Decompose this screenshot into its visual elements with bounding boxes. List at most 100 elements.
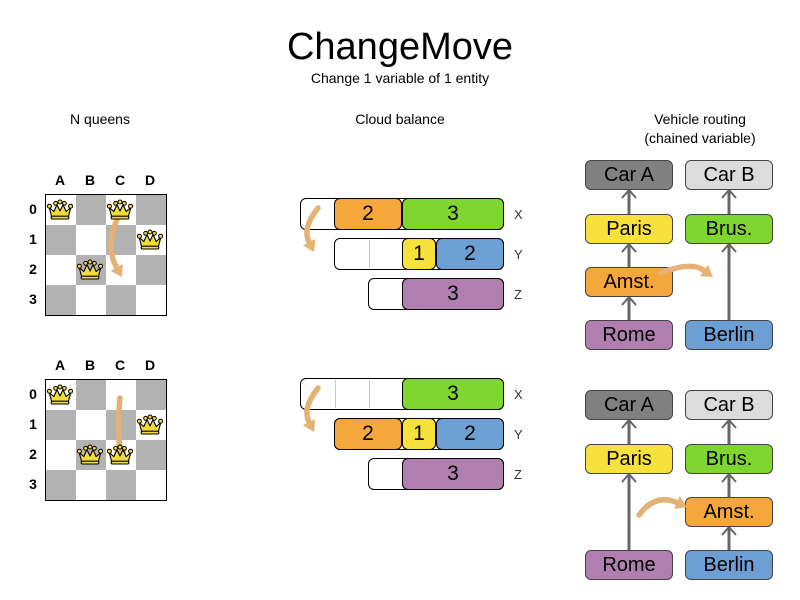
cloud-process-Y-2[interactable]: 1 [402, 418, 436, 450]
board-column-label-D: D [144, 172, 156, 188]
board-cell-A1[interactable] [46, 410, 76, 440]
queen-icon [46, 384, 74, 405]
routing-node-rome[interactable]: Rome [585, 550, 673, 580]
queen-A0[interactable] [46, 199, 74, 221]
column-header-line2: (chained variable) [644, 130, 756, 146]
cloud-process-Z-1[interactable]: 3 [402, 458, 504, 490]
routing-node-label: Rome [602, 553, 656, 576]
routing-edge-paris-to-car-a [621, 418, 637, 444]
queen-D1[interactable] [136, 229, 164, 251]
board-cell-B3[interactable] [76, 285, 106, 315]
cloud-process-value: 2 [362, 422, 374, 445]
routing-node-car-a[interactable]: Car A [585, 390, 673, 420]
routing-node-car-b[interactable]: Car B [685, 390, 773, 420]
routing-node-label: Amst. [603, 270, 655, 293]
cloud-process-X-2[interactable]: 3 [402, 198, 504, 230]
board-column-label-B: B [84, 357, 96, 373]
board-cell-D0[interactable] [136, 380, 166, 410]
page-title: ChangeMove [286, 26, 514, 68]
routing-node-rome[interactable]: Rome [585, 320, 673, 350]
routing-move-arrow [658, 263, 713, 277]
board-column-label-A: A [54, 172, 66, 188]
routing-node-paris[interactable]: Paris [585, 444, 673, 474]
cloud-move-arrow [302, 205, 321, 252]
queen-C0[interactable] [106, 199, 134, 221]
cloud-process-value: 3 [447, 382, 459, 405]
cloud-process-value: 3 [447, 462, 459, 485]
cloud-process-Y-3[interactable]: 2 [436, 418, 504, 450]
cloud-process-X-1[interactable]: 3 [402, 378, 504, 410]
routing-edge-rome-to-amst [621, 295, 637, 320]
routing-node-brus[interactable]: Brus. [685, 444, 773, 474]
board-cell-D0[interactable] [136, 195, 166, 225]
routing-edge-paris-to-car-a [621, 188, 637, 214]
routing-node-label: Amst. [703, 500, 755, 523]
routing-node-amst[interactable]: Amst. [585, 267, 673, 297]
routing-node-paris[interactable]: Paris [585, 214, 673, 244]
board-column-label-C: C [114, 172, 126, 188]
board-cell-A2[interactable] [46, 440, 76, 470]
cloud-process-Y-1[interactable]: 2 [334, 418, 402, 450]
board-cell-D2[interactable] [136, 255, 166, 285]
queen-icon [106, 199, 134, 220]
column-header-line1: Cloud balance [355, 111, 445, 127]
board-cell-B0[interactable] [76, 380, 106, 410]
routing-node-car-b[interactable]: Car B [685, 160, 773, 190]
routing-node-brus[interactable]: Brus. [685, 214, 773, 244]
queen-A0[interactable] [46, 384, 74, 406]
board-cell-B1[interactable] [76, 225, 106, 255]
queen-D1[interactable] [136, 414, 164, 436]
routing-edge-brus-to-car-b [721, 188, 737, 214]
page-subtitle: Change 1 variable of 1 entity [310, 70, 490, 86]
board-cell-A3[interactable] [46, 285, 76, 315]
queen-icon [76, 259, 104, 280]
routing-node-label: Berlin [703, 553, 755, 576]
routing-node-label: Car A [603, 163, 655, 186]
cloud-process-X-1[interactable]: 2 [334, 198, 402, 230]
queen-icon [76, 444, 104, 465]
routing-node-berlin[interactable]: Berlin [685, 550, 773, 580]
board-cell-B1[interactable] [76, 410, 106, 440]
board-cell-C3[interactable] [106, 470, 136, 500]
routing-node-berlin[interactable]: Berlin [685, 320, 773, 350]
board-cell-A2[interactable] [46, 255, 76, 285]
board-cell-D3[interactable] [136, 285, 166, 315]
board-cell-D3[interactable] [136, 470, 166, 500]
cloud-process-Y-1[interactable]: 1 [402, 238, 436, 270]
cloud-process-Z-1[interactable]: 3 [402, 278, 504, 310]
routing-node-label: Berlin [703, 323, 755, 346]
routing-node-label: Car B [703, 393, 755, 416]
queen-C2[interactable] [106, 444, 134, 466]
cloud-computer-label-Y: Y [514, 247, 523, 262]
routing-node-label: Brus. [705, 217, 753, 240]
cloud-computer-label-Z: Z [514, 287, 522, 302]
routing-edge-rome-to-paris [621, 472, 637, 550]
board-cell-B0[interactable] [76, 195, 106, 225]
queen-B2[interactable] [76, 259, 104, 281]
cloud-unit-divider [335, 380, 336, 408]
column-header-line1: Vehicle routing [654, 111, 746, 127]
queen-icon [106, 444, 134, 465]
cloud-process-Y-2[interactable]: 2 [436, 238, 504, 270]
column-header-line1: N queens [70, 111, 130, 127]
routing-node-car-a[interactable]: Car A [585, 160, 673, 190]
column-header-cloud-balance: Cloud balance [320, 110, 480, 129]
board-cell-A1[interactable] [46, 225, 76, 255]
routing-node-label: Car B [703, 163, 755, 186]
cloud-computer-label-Z: Z [514, 467, 522, 482]
board-cell-B3[interactable] [76, 470, 106, 500]
board-cell-C3[interactable] [106, 285, 136, 315]
queen-B2[interactable] [76, 444, 104, 466]
cloud-process-value: 2 [464, 242, 476, 265]
board-row-label-2: 2 [29, 446, 37, 462]
board-cell-A3[interactable] [46, 470, 76, 500]
cloud-unit-divider [369, 240, 370, 268]
board-cell-D2[interactable] [136, 440, 166, 470]
routing-node-amst[interactable]: Amst. [685, 497, 773, 527]
